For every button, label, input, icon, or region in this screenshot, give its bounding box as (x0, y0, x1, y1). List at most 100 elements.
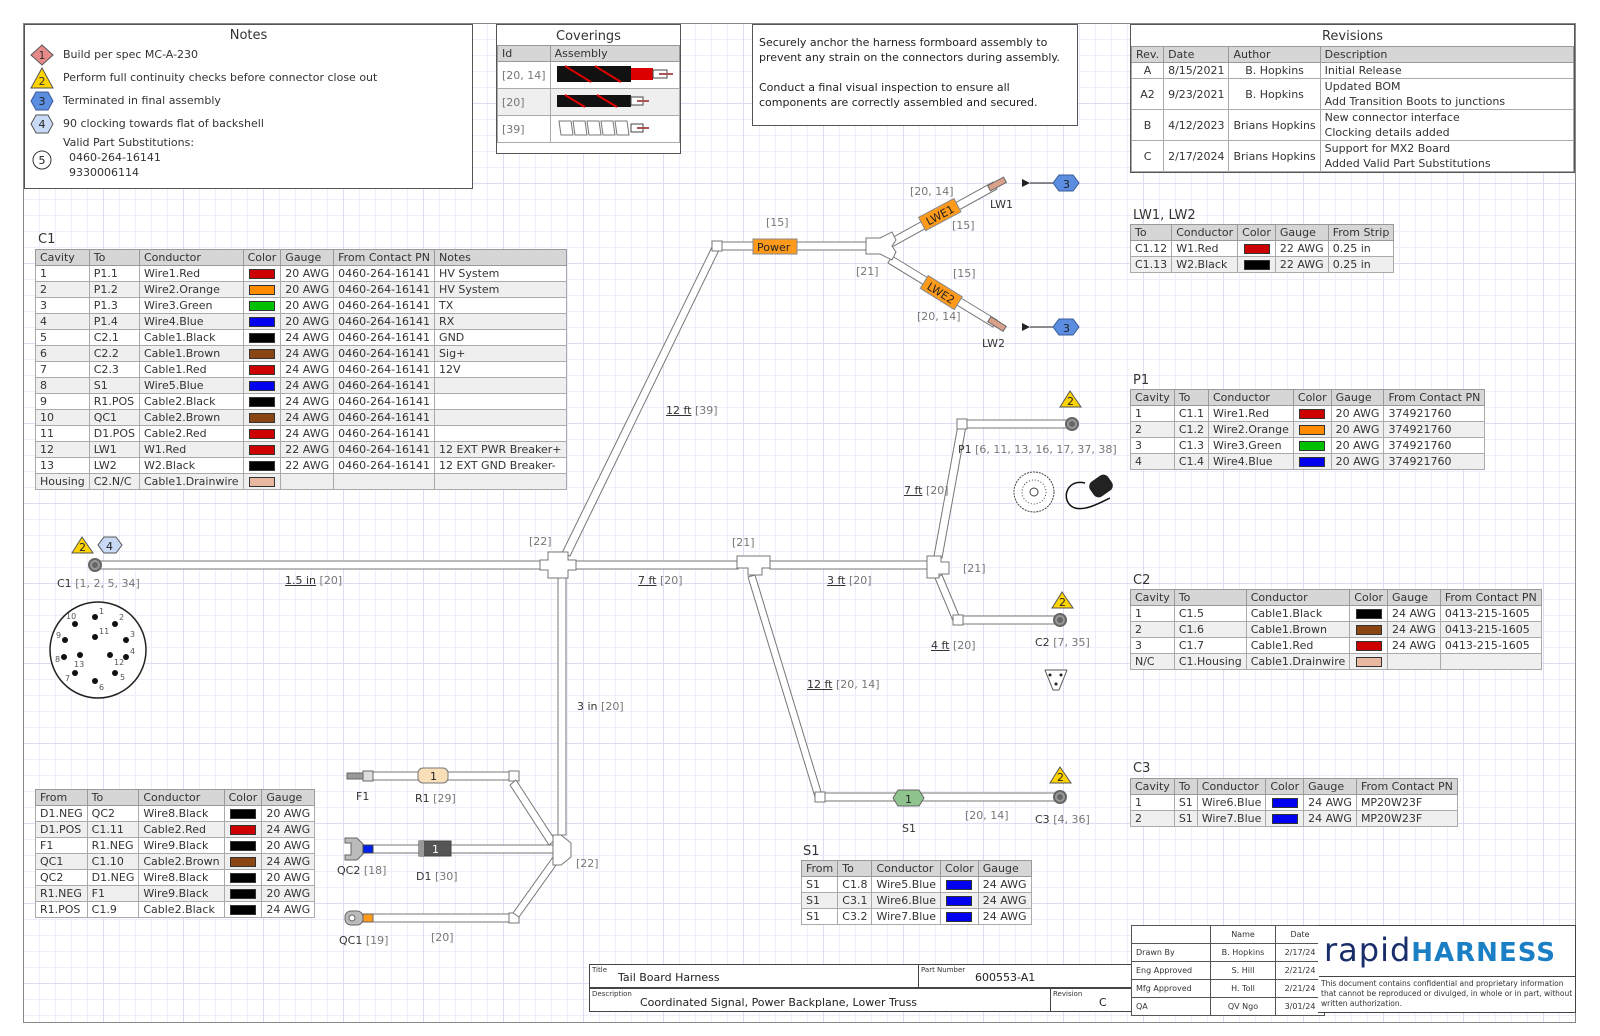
junction-y[interactable] (865, 231, 897, 261)
revision-description: Support for MX2 Board (1324, 142, 1451, 155)
note-text: Terminated in final assembly (63, 94, 221, 107)
note-item: 3 Terminated in final assembly (25, 89, 472, 112)
wire-color-swatch (229, 905, 256, 915)
d1-diode[interactable]: 1 (418, 840, 452, 857)
qc2-terminal[interactable] (344, 837, 374, 861)
p1-connector[interactable] (1065, 417, 1079, 431)
qc1-terminal[interactable] (344, 910, 374, 926)
note-text: Perform full continuity checks before co… (63, 71, 378, 84)
wire-color-swatch (946, 896, 973, 906)
s1-splice[interactable]: 1 (892, 789, 925, 807)
svg-text:4: 4 (130, 647, 135, 656)
substitution-part-number: 0460-264-16141 (69, 151, 161, 164)
s1-table-label: S1 (803, 844, 820, 859)
wire-color-swatch (248, 349, 275, 359)
power-id-label: [15] (766, 216, 789, 229)
qc1-label: QC1 [19] (339, 934, 389, 947)
c1-connector[interactable] (88, 558, 102, 572)
r1-label: R1 [29] (415, 792, 456, 805)
lw1-terminal[interactable] (986, 176, 1008, 192)
revision-description: Add Transition Boots to junctions (1324, 95, 1506, 108)
r1-resistor[interactable]: 1 (417, 767, 449, 784)
lw-table-label: LW1, LW2 (1133, 208, 1196, 223)
segment-up[interactable] (561, 244, 721, 557)
note-item: 2 Perform full continuity checks before c… (25, 66, 472, 89)
wire-color-swatch (1271, 798, 1298, 808)
f1-pin[interactable] (346, 770, 374, 782)
junction-4[interactable] (552, 834, 572, 866)
part-number-field: Part Number 600553-A1 (918, 964, 1133, 988)
wire-color-swatch (248, 477, 275, 487)
wire-color-swatch (229, 841, 256, 851)
wire-color-swatch (1243, 260, 1270, 270)
note-4-marker-c1: 4 (97, 536, 123, 554)
wire-color-swatch (229, 809, 256, 819)
junction-2[interactable] (736, 555, 771, 576)
wire-color-swatch (248, 461, 275, 471)
covering-row: [20] (497, 88, 681, 116)
note-4-icon: 4 (29, 113, 55, 135)
segment-c2-label: 4 ft [20] (931, 639, 976, 652)
svg-text:2: 2 (39, 75, 46, 88)
rapid-harness-logo: rapidHARNESS (1324, 931, 1556, 969)
segment-c1[interactable] (95, 560, 559, 570)
f1-label: F1 (356, 790, 370, 803)
wire-color-swatch (946, 880, 973, 890)
segment-c2[interactable] (934, 574, 961, 622)
wire-color-swatch (248, 285, 275, 295)
segment-mid[interactable] (565, 560, 739, 570)
svg-text:1: 1 (39, 49, 46, 62)
wire-color-swatch (248, 413, 275, 423)
lwe1-id-label: [20, 14] (910, 185, 954, 198)
c1-label: C1 [1, 2, 5, 34] (57, 577, 140, 590)
svg-text:6: 6 (99, 683, 104, 692)
c3-connector[interactable] (1053, 790, 1067, 804)
svg-text:3: 3 (1063, 322, 1070, 335)
svg-text:3: 3 (130, 630, 135, 639)
junction-3[interactable] (926, 555, 950, 579)
lw2-terminal[interactable] (987, 315, 1007, 333)
svg-text:2: 2 (1057, 771, 1064, 784)
note-2-icon: 2 (29, 66, 55, 89)
segment-down[interactable] (557, 574, 567, 836)
svg-text:12: 12 (114, 658, 124, 667)
logo-panel: rapidHARNESS This document contains conf… (1318, 925, 1576, 1013)
junction-3-id-label: [21] (963, 562, 986, 575)
wire-color-swatch (248, 333, 275, 343)
c2-connector[interactable] (1053, 613, 1067, 627)
substitution-part-number: 9330006114 (69, 166, 139, 179)
note-3-icon: 3 (29, 90, 55, 112)
instruction-2: Conduct a final visual inspection to ens… (759, 81, 1038, 109)
instructions-panel: Securely anchor the harness formboard as… (752, 24, 1078, 126)
wire-color-swatch (229, 857, 256, 867)
junction-1[interactable] (539, 551, 577, 579)
segment-s1-label: 12 ft [20, 14] (807, 678, 880, 691)
segment-right[interactable] (769, 560, 929, 570)
qc1-segment-id-label: [20] (431, 931, 454, 944)
s1-label: S1 (902, 822, 916, 835)
